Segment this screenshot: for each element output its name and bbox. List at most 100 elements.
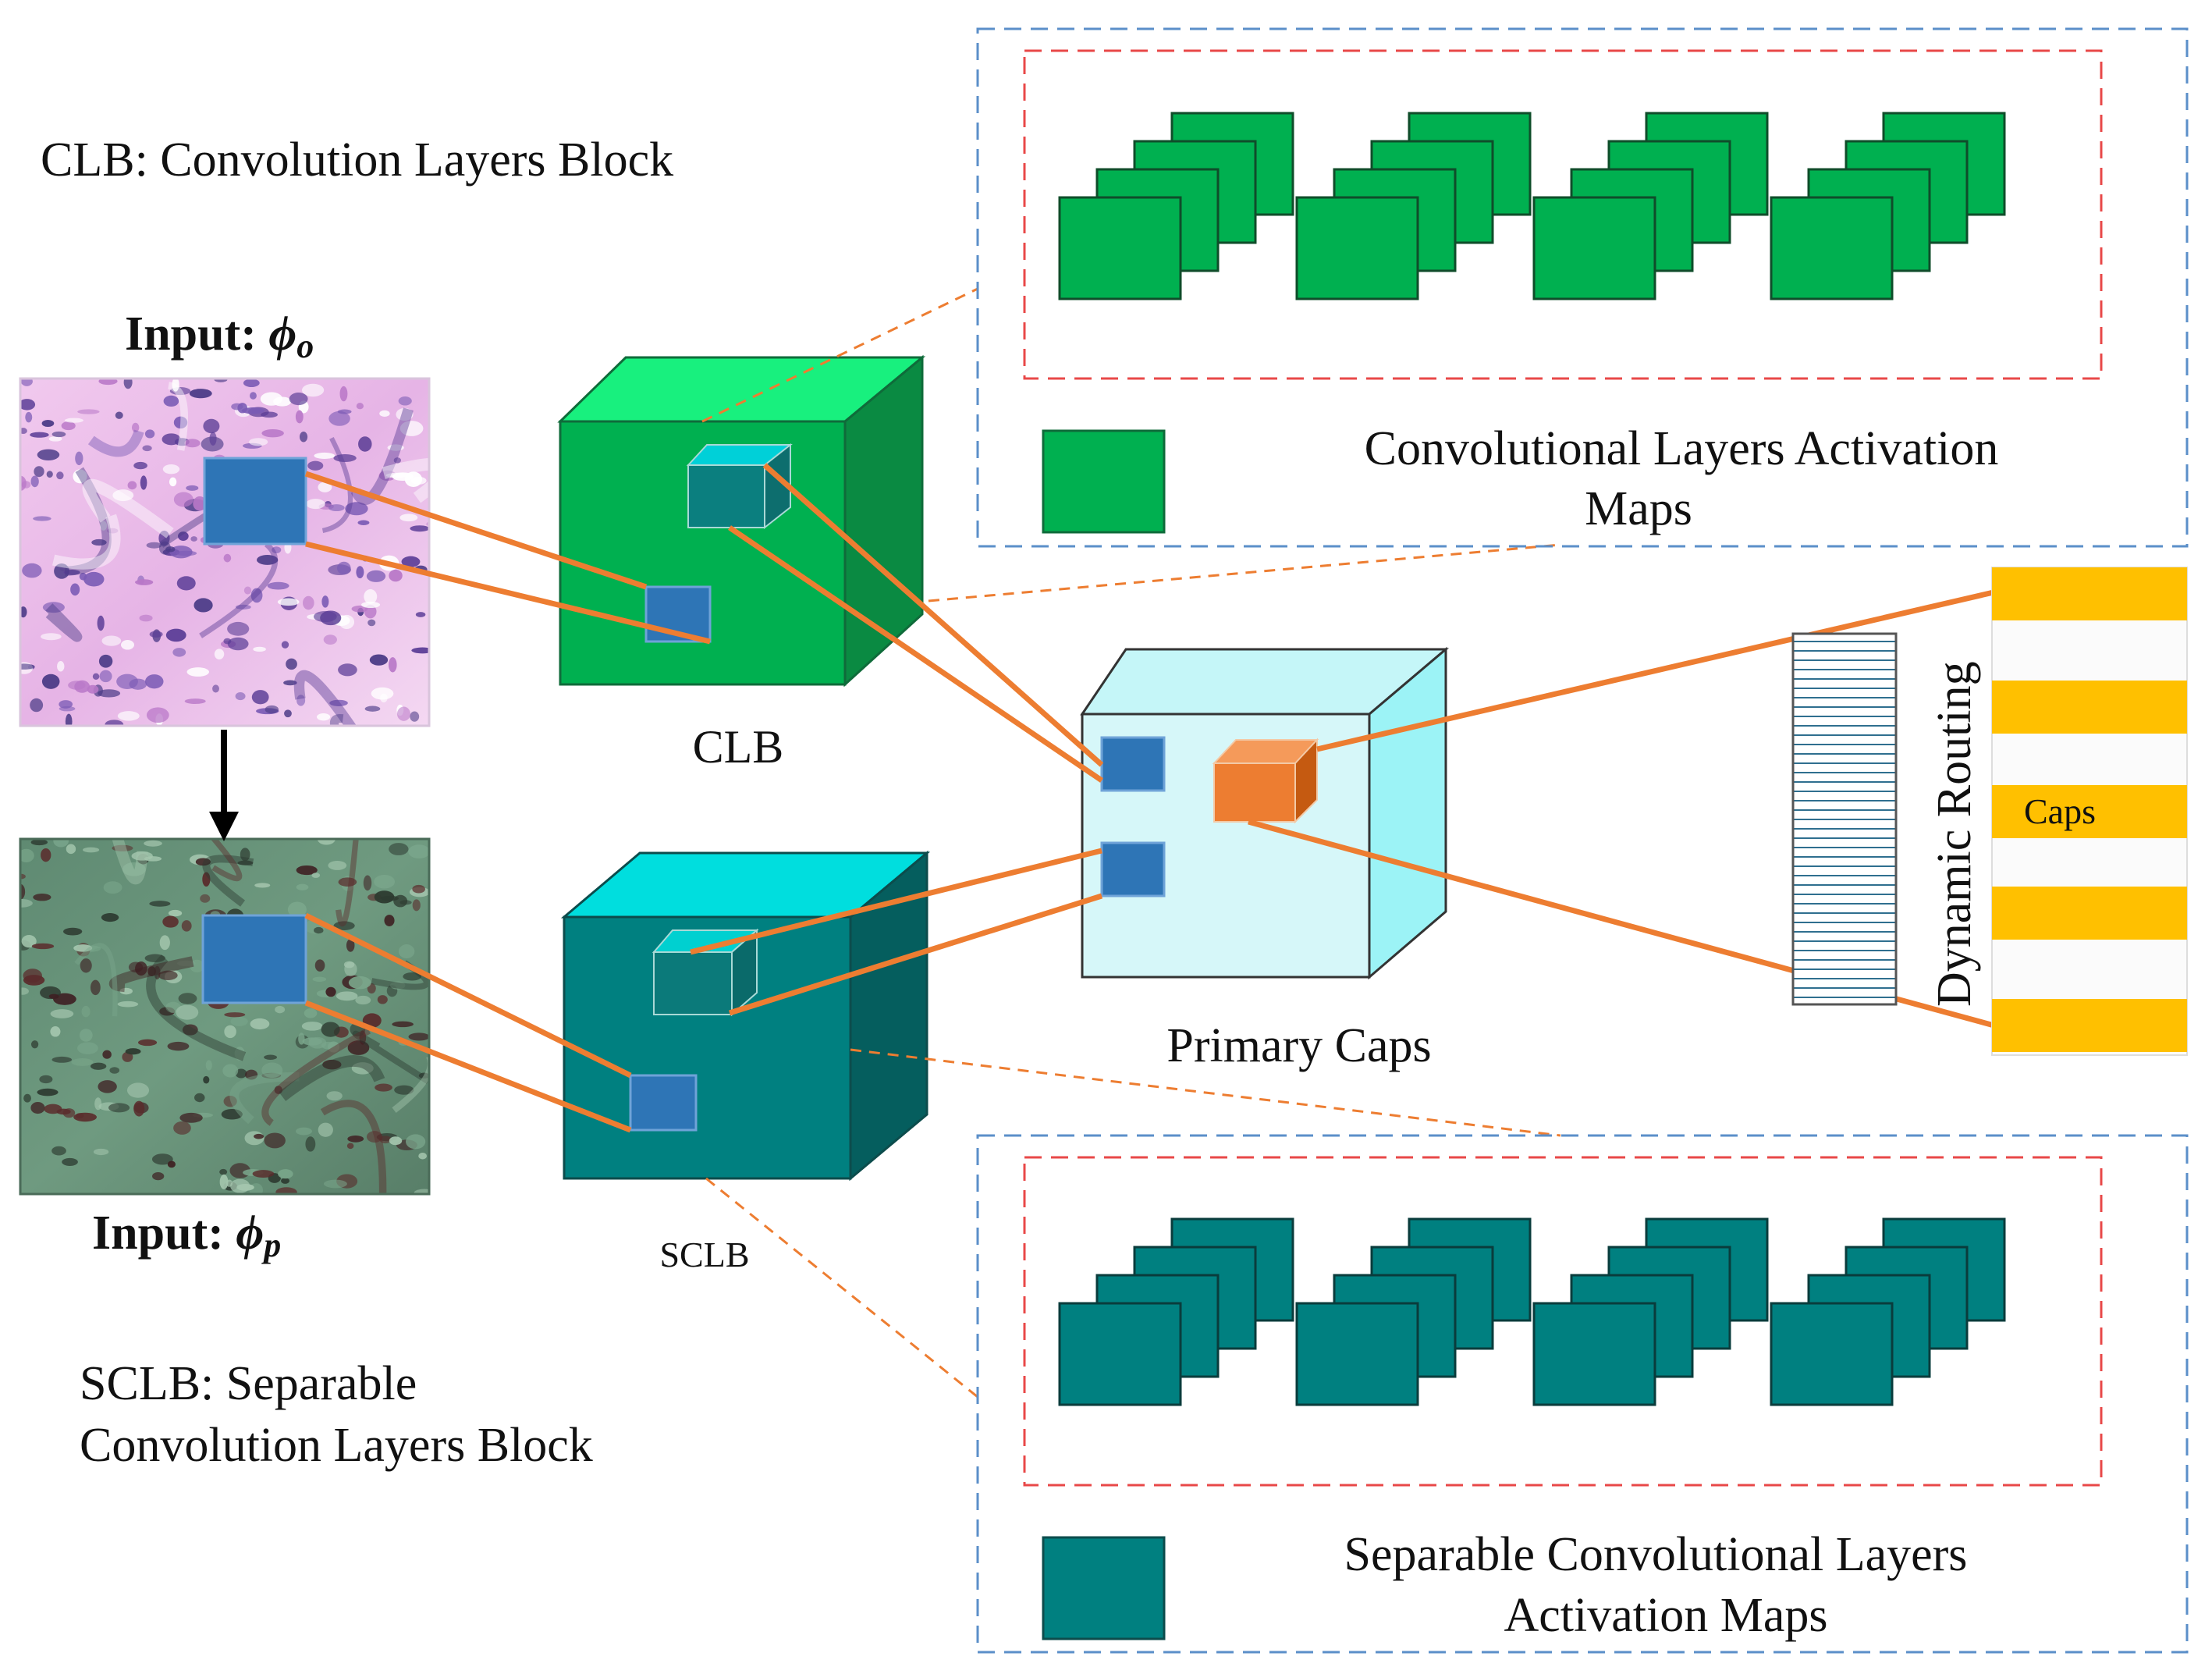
tissue-processed-cell xyxy=(366,1131,383,1143)
tissue-original-cell xyxy=(241,407,265,414)
tissue-original-cell xyxy=(356,403,364,410)
conv-activation-map-2-4 xyxy=(1295,196,1419,300)
tissue-original-fiber xyxy=(82,478,174,538)
tissue-original-cell xyxy=(289,392,308,406)
tissue-processed-cell xyxy=(318,1122,333,1137)
input-original-label: Input: ϕo xyxy=(125,307,314,365)
tissue-original-cell xyxy=(333,453,357,463)
tissue-original-fiber xyxy=(382,457,429,503)
tissue-original-cell xyxy=(243,379,260,388)
tissue-processed-cell xyxy=(128,961,144,973)
tissue-processed-cell xyxy=(20,848,34,863)
tissue-original-cell xyxy=(366,570,386,582)
tissue-processed-cell xyxy=(62,1157,78,1166)
sclb-definition-line1: SCLB: Separable xyxy=(80,1357,417,1410)
sclb-inner-cube xyxy=(652,928,759,1017)
tissue-original-cell xyxy=(396,706,410,721)
tissue-processed-cell xyxy=(394,1085,414,1095)
tissue-original-cell xyxy=(356,566,364,579)
tissue-original-cell xyxy=(162,464,180,474)
tissue-processed-cell xyxy=(384,915,395,926)
tissue-processed-cell xyxy=(375,1083,392,1092)
tissue-processed-cell xyxy=(176,1004,199,1020)
tissue-original-cell xyxy=(411,647,429,654)
tissue-original-cell xyxy=(34,466,44,478)
tissue-original-cell xyxy=(283,680,297,686)
tissue-processed-cell xyxy=(333,921,355,930)
tissue-processed-cell xyxy=(137,1039,158,1047)
connector-lines xyxy=(304,463,2092,1133)
tissue-processed-cell xyxy=(53,839,69,848)
tissue-processed-cell xyxy=(326,1091,343,1101)
connector-input-sclb-bottom xyxy=(304,1000,632,1133)
tissue-processed-cell xyxy=(302,1037,322,1046)
connector-clb-caps-bottom xyxy=(728,525,1103,783)
sep-activation-panel: Separable Convolutional Layers Activatio… xyxy=(976,1134,2189,1654)
tissue-original-cell xyxy=(112,489,134,502)
tissue-processed-fiber xyxy=(336,839,359,927)
tissue-original-cell xyxy=(367,619,376,627)
sep-activation-label-line2: Activation Maps xyxy=(1504,1589,1828,1642)
tissue-processed-cell xyxy=(182,1024,198,1036)
tissue-original-cell xyxy=(145,674,164,689)
tissue-original-cell xyxy=(139,614,153,622)
primary-caps-label: Primary Caps xyxy=(1166,1019,1431,1072)
tissue-original-cell xyxy=(387,444,404,451)
tissue-original-cell xyxy=(77,409,100,414)
connector-sclb-caps-top xyxy=(690,848,1102,955)
tissue-original-cell xyxy=(227,621,250,636)
tissue-original-cell xyxy=(105,720,124,726)
tissue-original-cell xyxy=(265,705,279,714)
tissue-processed-cell xyxy=(414,1189,429,1194)
tissue-original-cell xyxy=(149,631,163,638)
tissue-original-fiber xyxy=(350,407,414,505)
tissue-original-cell xyxy=(306,499,325,510)
tissue-processed-cell xyxy=(94,1097,102,1111)
tissue-processed-cell xyxy=(412,884,425,894)
tissue-processed-cell xyxy=(108,1103,130,1113)
tissue-processed-cell xyxy=(321,1022,340,1037)
tissue-original-cell xyxy=(357,520,370,525)
tissue-original-cell xyxy=(75,451,83,466)
sep-activation-map-1-4 xyxy=(1058,1302,1182,1406)
tissue-processed-cell xyxy=(264,1132,286,1149)
tissue-original-cell xyxy=(37,449,60,460)
tissue-processed-cell xyxy=(230,1016,248,1026)
tissue-original-cell xyxy=(173,492,194,507)
tissue-processed-cell xyxy=(159,935,170,951)
tissue-original-cell xyxy=(267,581,289,590)
tissue-processed-cell xyxy=(275,1005,286,1014)
tissue-processed-cell xyxy=(147,966,156,977)
tissue-original-fiber xyxy=(52,514,121,570)
dynamic-routing-vector xyxy=(1791,632,1898,1006)
tissue-original-cell xyxy=(41,419,55,428)
tissue-processed-cell xyxy=(254,1133,265,1139)
sclb-cube xyxy=(560,850,931,1182)
tissue-processed-cell xyxy=(30,839,48,846)
tissue-processed-cell xyxy=(328,861,347,870)
tissue-processed-cell xyxy=(296,865,318,876)
tissue-original-cell xyxy=(172,648,186,657)
tissue-processed-cell xyxy=(79,1029,93,1042)
tissue-processed-cell xyxy=(48,993,59,999)
tissue-original-cell xyxy=(144,429,155,439)
tissue-original-cell xyxy=(20,475,27,491)
tissue-processed-cell xyxy=(392,1021,414,1028)
tissue-original-cell xyxy=(158,541,171,555)
tissue-original-cell xyxy=(358,436,372,452)
tissue-processed-cell xyxy=(50,1009,74,1018)
tissue-processed-cell xyxy=(176,960,196,967)
tissue-processed-cell xyxy=(347,1135,364,1143)
tissue-processed-cell xyxy=(275,1187,297,1194)
tissue-original-cell xyxy=(162,433,181,446)
tissue-processed-cell xyxy=(168,909,183,917)
tissue-processed-cell xyxy=(250,1018,270,1030)
tissue-processed-cell xyxy=(224,1025,236,1039)
tissue-original-cell xyxy=(253,646,266,652)
tissue-original-cell xyxy=(68,681,86,690)
sclb-definition-line2: Convolution Layers Block xyxy=(80,1419,593,1472)
preprocessing-arrow xyxy=(209,730,239,841)
tissue-original-cell xyxy=(379,410,390,417)
tissue-processed-cell xyxy=(408,1032,429,1041)
tissue-processed-cell xyxy=(20,899,33,908)
